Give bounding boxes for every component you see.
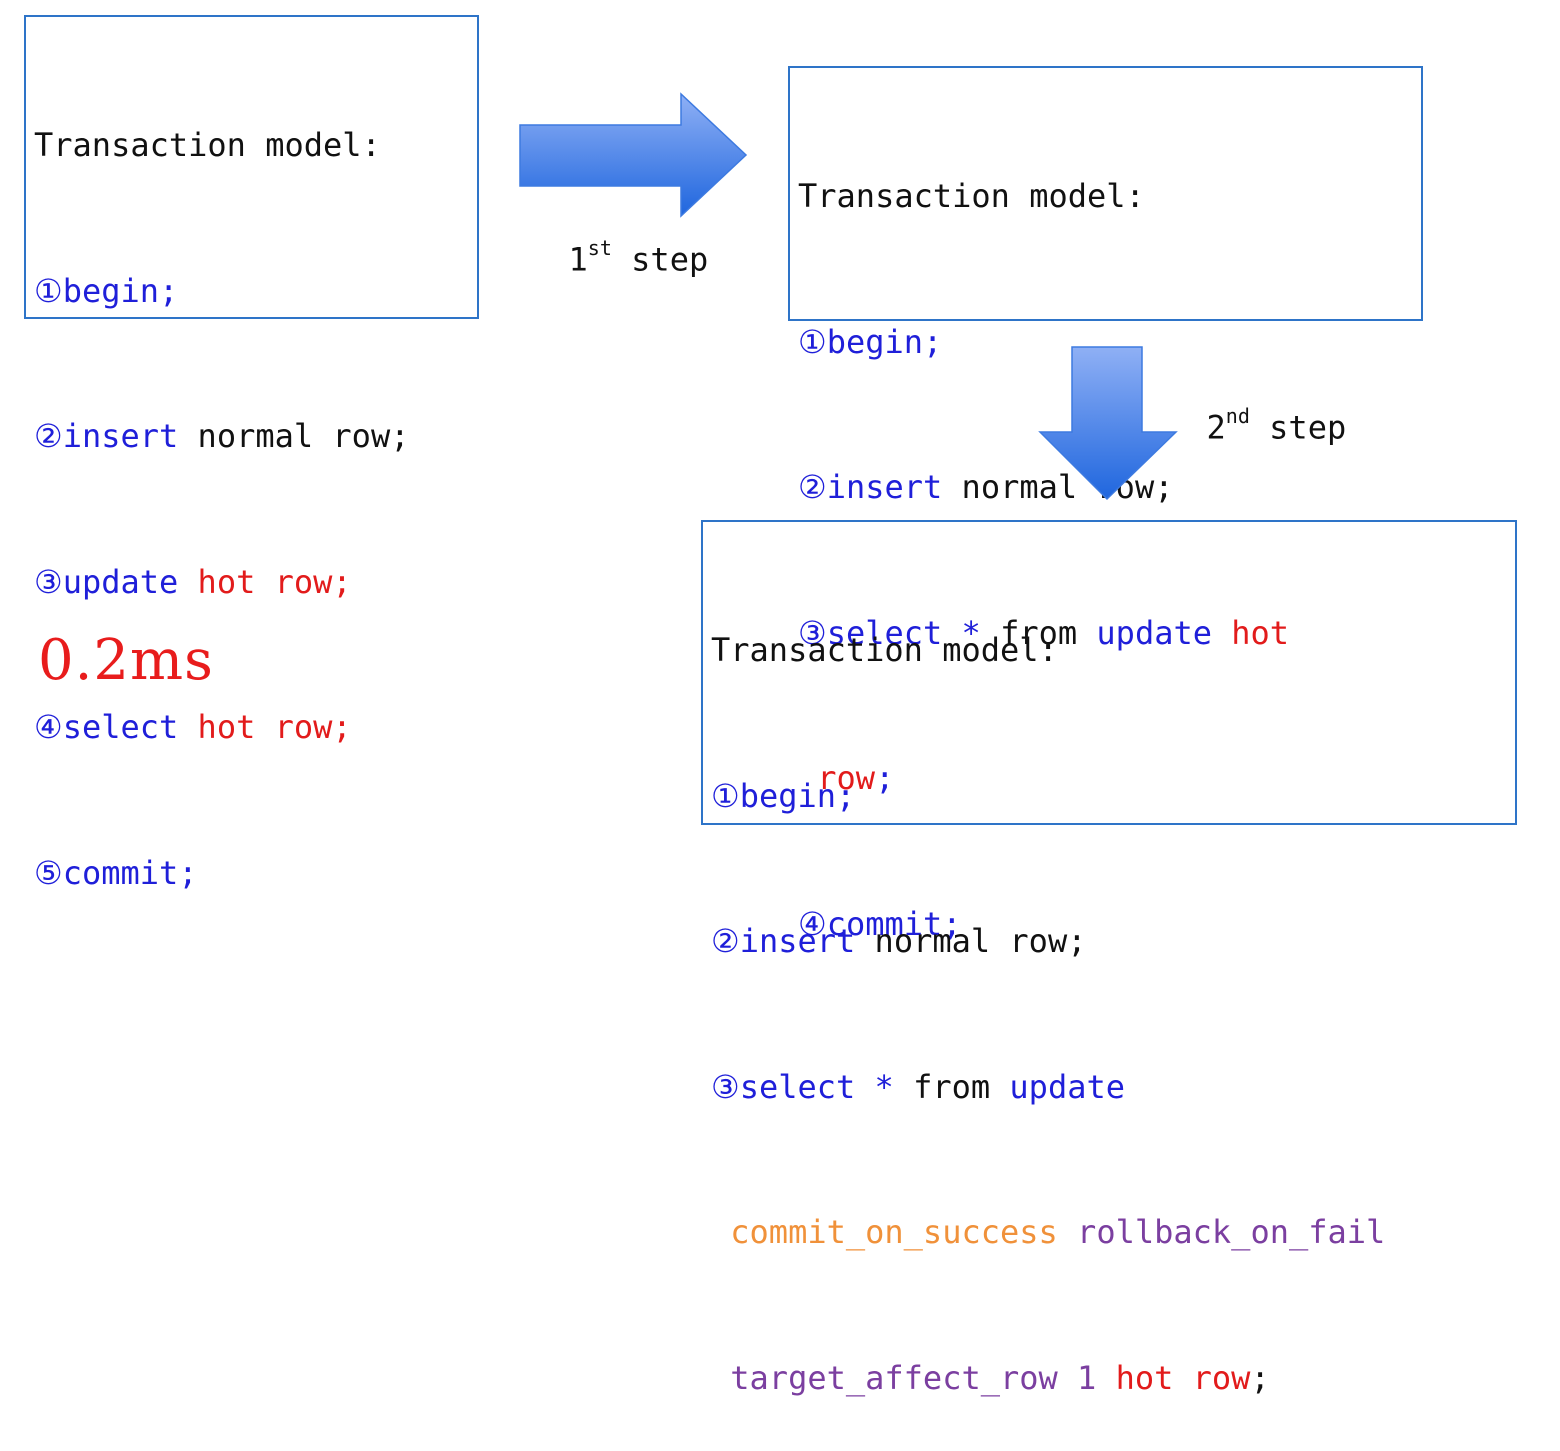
update-keyword: update [990, 1067, 1125, 1106]
commit-on-success-hint: commit_on_success [711, 1213, 1058, 1251]
model-title: Transaction model: [34, 126, 381, 164]
step-number: ① [711, 776, 740, 815]
down-arrow-icon [1038, 346, 1178, 501]
transaction-model-box-1 [24, 15, 479, 319]
hot-row-text: hot row [1096, 1358, 1251, 1397]
step-number: 1 [568, 240, 588, 279]
step-word: step [1249, 408, 1347, 447]
keyword: begin; [739, 776, 856, 815]
step-number: ⑤ [34, 853, 63, 892]
transaction-model-box-3 [701, 520, 1517, 825]
from-keyword: from [1000, 613, 1078, 652]
keyword: select [826, 613, 943, 652]
keyword: select [739, 1067, 856, 1106]
keyword: begin; [826, 322, 943, 361]
star-operator: * [855, 1067, 914, 1106]
step-number: ③ [34, 562, 63, 601]
keyword: select [62, 708, 179, 746]
step-word: step [611, 240, 709, 279]
transaction-model-code-1: Transaction model: ①begin; ②insert norma… [34, 24, 409, 946]
transaction-model-code-3: Transaction model: ①begin; ②insert norma… [711, 529, 1385, 1451]
step-number: 2 [1206, 408, 1226, 447]
step-2-label: 2nd step [1168, 370, 1347, 447]
right-arrow-icon [519, 92, 748, 218]
keyword: insert [62, 417, 179, 455]
statement-terminator: ; [1250, 1358, 1270, 1397]
step-number: ① [34, 271, 63, 310]
step-number: ④ [34, 708, 63, 746]
from-keyword: from [913, 1067, 991, 1106]
model-title: Transaction model: [711, 631, 1058, 669]
model-title: Transaction model: [798, 177, 1145, 215]
keyword: insert [739, 922, 856, 960]
step-number: ② [798, 468, 827, 506]
keyword: update [62, 562, 179, 601]
target-affect-row-hint: target_affect_row 1 [711, 1358, 1097, 1397]
step-number: ② [711, 922, 740, 960]
step-1-label: 1st step [530, 202, 709, 279]
step-number: ③ [711, 1067, 740, 1106]
star-operator: * [942, 613, 1001, 652]
statement-text: normal row; [942, 468, 1174, 506]
step-ordinal-suffix: nd [1225, 404, 1250, 428]
keyword: commit; [62, 853, 198, 892]
statement-terminator: ; [875, 759, 895, 797]
hot-row-text: hot [1212, 613, 1290, 652]
transaction-model-code-2: Transaction model: ①begin; ②insert norma… [798, 75, 1289, 997]
latency-value: 0.2ms [38, 628, 214, 693]
keyword: begin; [62, 271, 179, 310]
step-number: ③ [798, 613, 827, 652]
hot-row-text: hot row; [178, 562, 352, 601]
hot-row-text: row [798, 759, 876, 797]
transaction-model-box-2 [788, 66, 1423, 321]
update-keyword: update [1077, 613, 1212, 652]
step-number: ② [34, 417, 63, 455]
rollback-on-fail-hint: rollback_on_fail [1057, 1213, 1386, 1251]
step-ordinal-suffix: st [587, 236, 612, 260]
statement-text: normal row; [855, 922, 1087, 960]
step-number: ① [798, 322, 827, 361]
hot-row-text: hot row; [178, 708, 352, 746]
statement-text: normal row; [178, 417, 410, 455]
keyword: insert [826, 468, 943, 506]
